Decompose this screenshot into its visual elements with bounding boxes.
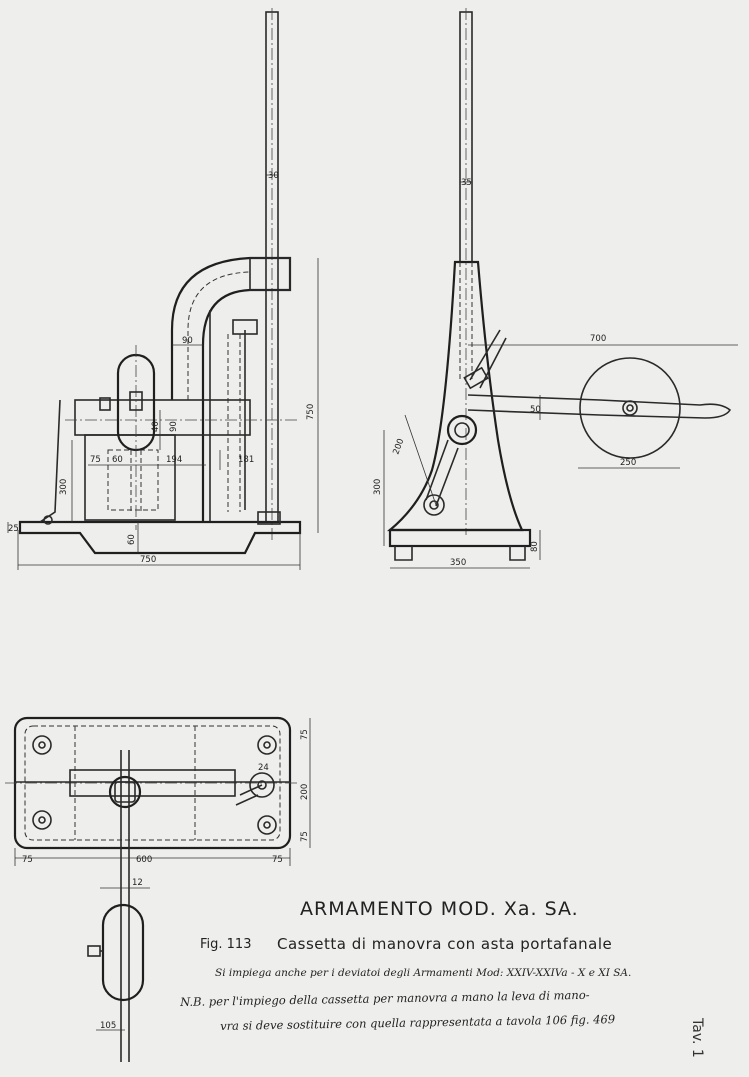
dim-side-750-height: 750 [306,404,316,420]
dim-side-194: 194 [166,455,182,465]
front-view: 35 700 50 200 250 300 80 350 [373,8,738,569]
dim-side-90: 90 [182,336,193,346]
dim-side-60b: 60 [127,534,137,545]
dim-side-75: 75 [90,455,101,465]
dim-plan-24: 24 [258,763,269,773]
dim-side-60: 60 [112,455,123,465]
housing [74,399,251,436]
figure-number: Fig. 113 [200,937,252,952]
dim-plan-105: 105 [100,1021,116,1031]
dim-front-200: 200 [391,437,406,456]
dim-side-40: 40 [151,421,161,432]
dim-plan-200: 200 [300,784,310,800]
dim-front-80: 80 [530,541,540,552]
dim-side-181: 181 [238,455,254,465]
dim-plan-75-right: 75 [272,855,283,865]
dim-side-750-width: 750 [140,555,156,565]
dim-side-300: 300 [59,479,69,495]
dim-plan-75-bottom: 75 [300,831,310,842]
dim-plan-75-top: 75 [300,729,310,740]
drawing-title: ARMAMENTO MOD. Xa. SA. [300,898,579,920]
figure-caption: Cassetta di manovra con asta portafanale [277,935,613,953]
dim-side-25: 25 [8,524,19,534]
dim-plan-75-left: 75 [22,855,33,865]
side-view: 30 90 750 40 90 75 60 194 181 300 25 60 … [7,8,319,570]
base-plate [18,520,302,555]
dim-front-300: 300 [373,479,383,495]
front-disc [579,357,681,459]
plate-label: Tav. 1 [689,1018,705,1058]
dim-front-250: 250 [620,458,636,468]
dim-front-35: 35 [461,178,472,188]
dim-front-50: 50 [530,405,541,415]
plan-handwheel [101,903,145,1002]
dim-plan-12: 12 [132,878,143,888]
dim-side-90b: 90 [169,421,179,432]
dim-plan-600: 600 [136,855,152,865]
dim-front-700: 700 [590,334,606,344]
plan-view: 75 200 75 75 600 75 12 105 24 [5,716,311,1062]
plan-hub [108,775,142,809]
usage-note: Si impiega anche per i deviatoi degli Ar… [215,967,632,979]
dim-side-30: 30 [268,171,279,181]
dim-front-350: 350 [450,558,466,568]
